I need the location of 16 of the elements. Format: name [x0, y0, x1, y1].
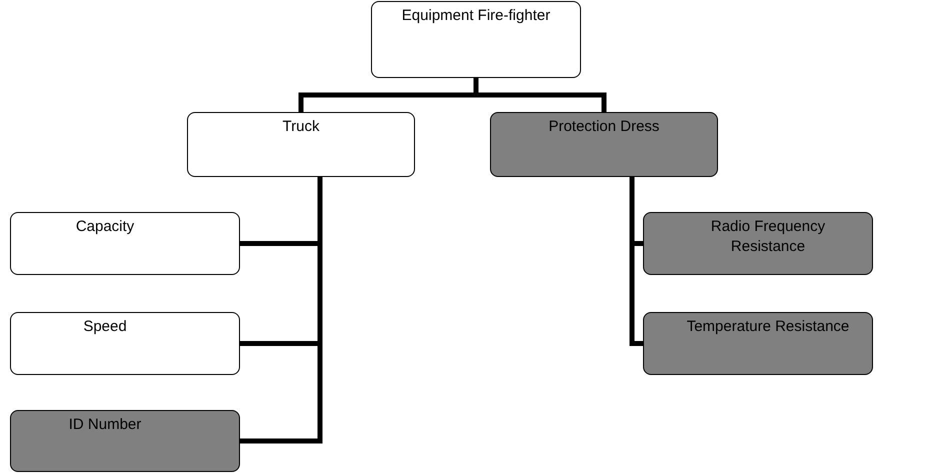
node-box [643, 212, 873, 275]
node-label: Radio Frequency Resistance [710, 217, 826, 257]
node-label: Temperature Resistance [686, 317, 850, 337]
node-box [10, 312, 240, 375]
node-label: ID Number [68, 415, 142, 435]
node-label: Equipment Fire-fighter [400, 6, 552, 26]
node-box [371, 1, 581, 78]
node-box [490, 112, 718, 177]
node-label: Truck [282, 117, 320, 137]
node-label: Speed [82, 317, 128, 337]
node-box [187, 112, 415, 177]
node-label: Capacity [74, 217, 136, 237]
node-box [10, 410, 240, 472]
node-box [643, 312, 873, 375]
node-label: Protection Dress [548, 117, 660, 137]
node-box [10, 212, 240, 275]
